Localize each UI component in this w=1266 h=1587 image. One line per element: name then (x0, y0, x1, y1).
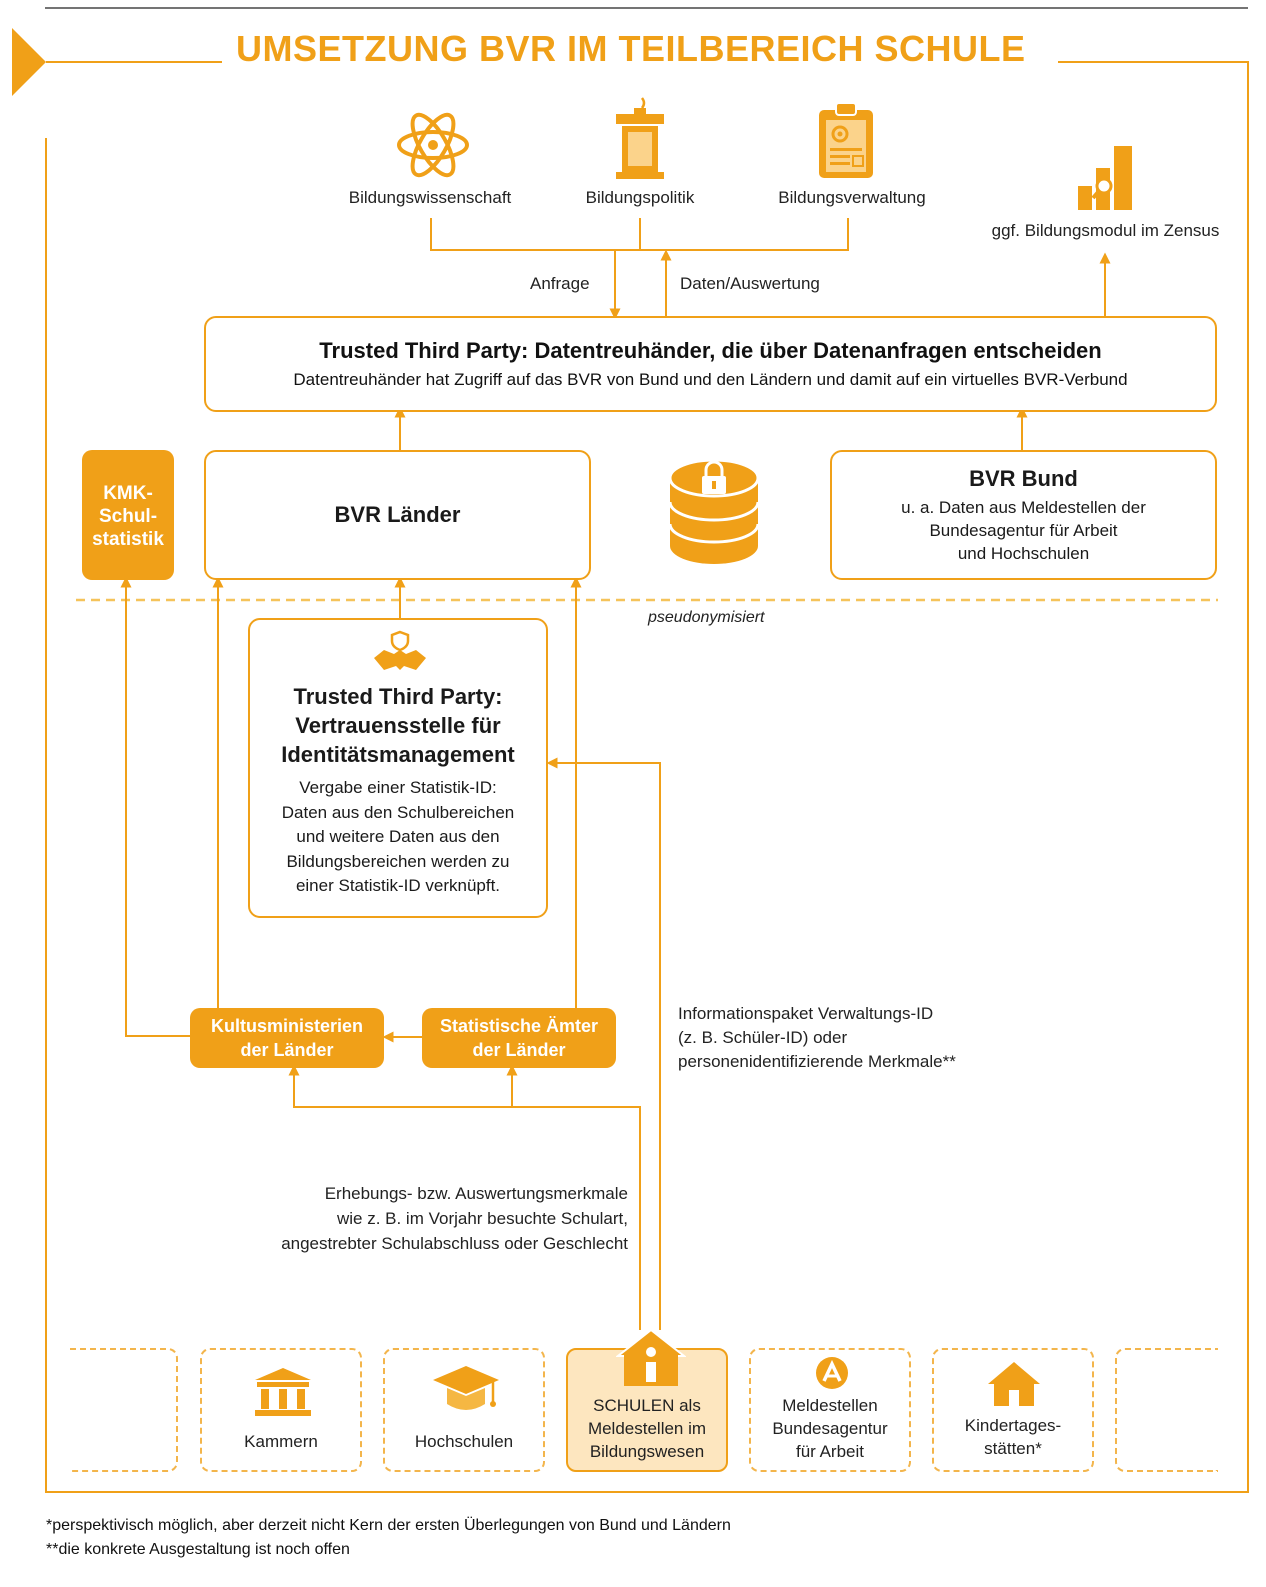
page-title: UMSETZUNG BVR IM TEILBEREICH SCHULE (236, 28, 1026, 69)
kmk-schulstatistik-box: KMK- Schul- statistik (82, 450, 174, 580)
ttp-identity-box: Trusted Third Party: Vertrauensstelle fü… (248, 618, 548, 918)
bvr-bund-description: u. a. Daten aus Meldestellen der Bundesa… (832, 496, 1215, 565)
institution-label-bundesagentur: Meldestellen Bundesagentur für Arbeit (751, 1394, 909, 1463)
institution-schulen-line-1: SCHULEN als (593, 1396, 701, 1415)
institution-bundesagentur: Meldestellen Bundesagentur für Arbeit (749, 1348, 911, 1472)
erhebung-text: Erhebungs- bzw. Auswertungsmerkmale wie … (228, 1181, 628, 1256)
school-house-icon (615, 1328, 687, 1393)
institution-schulen-line-3: Bildungswesen (589, 1442, 705, 1461)
pseudonymized-label: pseudonymisiert (648, 609, 765, 626)
ttp-identity-title: Trusted Third Party: Vertrauensstelle fü… (250, 682, 546, 769)
lower-connectors (120, 576, 661, 1330)
institution-label-kammern: Kammern (244, 1432, 318, 1451)
corner-triangle (12, 28, 46, 96)
house-icon (986, 1360, 1042, 1413)
erhebung-line-2: wie z. B. im Vorjahr besuchte Schulart, (336, 1209, 628, 1228)
bvr-laender-box: BVR Länder (204, 450, 591, 580)
bvr-bund-line-1: u. a. Daten aus Meldestellen der (901, 498, 1146, 517)
institution-bundesagentur-line-2: Bundesagentur (772, 1419, 888, 1438)
stakeholder-label-bildungspolitik: Bildungspolitik (585, 188, 695, 207)
ttp-data-trustee-subtitle: Datentreuhänder hat Zugriff auf das BVR … (293, 370, 1128, 389)
ttp-data-trustee-box: Trusted Third Party: Datentreuhänder, di… (204, 316, 1217, 412)
statistische-aemter-line-1: Statistische Ämter (439, 1016, 599, 1036)
erhebung-line-1: Erhebungs- bzw. Auswertungsmerkmale (324, 1184, 628, 1203)
kmk-line-3: statistik (92, 529, 164, 550)
bvr-bund-box: BVR Bund u. a. Daten aus Meldestellen de… (830, 450, 1217, 580)
ttp-identity-body-line-2: Daten aus den Schulbereichen (281, 802, 515, 822)
clipboard-gear-icon (816, 100, 876, 180)
info-package-line-2: (z. B. Schüler-ID) oder (678, 1028, 848, 1047)
footnote-2: **die konkrete Ausgestaltung ist noch of… (46, 1541, 350, 1558)
ttp-identity-body: Vergabe einer Statistik-ID: Daten aus de… (250, 776, 546, 899)
database-lock-icon (668, 452, 760, 568)
ttp-identity-title-line-2: Vertrauensstelle für (295, 713, 501, 738)
ttp-data-trustee-title: Trusted Third Party: Datentreuhänder, di… (319, 338, 1102, 363)
bvr-bund-line-2: Bundesagentur für Arbeit (929, 521, 1118, 540)
erhebung-line-3: angestrebter Schulabschluss oder Geschle… (281, 1234, 628, 1253)
info-package-line-3: personenidentifizierende Merkmale** (678, 1052, 956, 1071)
zensus-label: ggf. Bildungsmodul im Zensus (991, 221, 1220, 240)
stakeholder-label-bildungsverwaltung: Bildungsverwaltung (778, 188, 926, 207)
handshake-shield-icon (372, 630, 428, 674)
bvr-bund-title: BVR Bund (969, 466, 1078, 491)
institution-building-icon (253, 1366, 313, 1423)
bar-chart-icon (1076, 142, 1136, 212)
ttp-identity-title-line-3: Identitätsmanagement (281, 742, 515, 767)
ttp-identity-body-line-4: Bildungsbereichen werden zu (286, 851, 510, 871)
kmk-line-2: Schul- (98, 506, 158, 527)
kultusministerien-box: Kultusministerien der Länder (190, 1008, 384, 1068)
statistische-aemter-line-2: der Länder (472, 1040, 566, 1060)
institution-kita-line-1: Kindertages- (964, 1416, 1062, 1435)
institution-label-kindertagesstaetten: Kindertages- stätten* (934, 1414, 1092, 1460)
institution-bundesagentur-line-3: für Arbeit (795, 1442, 865, 1461)
institution-bundesagentur-line-1: Meldestellen (782, 1396, 878, 1415)
ttp-identity-body-line-3: und weitere Daten aus den (296, 827, 500, 846)
info-package-text: Informationspaket Verwaltungs-ID (z. B. … (678, 1002, 956, 1074)
stakeholder-label-bildungswissenschaft: Bildungswissenschaft (348, 188, 512, 207)
ttp-identity-body-line-1: Vergabe einer Statistik-ID: (299, 778, 497, 797)
statistische-aemter-box: Statistische Ämter der Länder (422, 1008, 616, 1068)
agency-logo-icon (815, 1356, 849, 1395)
institution-kindertagesstaetten: Kindertages- stätten* (932, 1348, 1094, 1472)
info-package-line-1: Informationspaket Verwaltungs-ID (678, 1004, 934, 1023)
institution-placeholder-right (1115, 1348, 1218, 1472)
kultusministerien-line-2: der Länder (240, 1040, 334, 1060)
ttp-identity-title-line-1: Trusted Third Party: (293, 684, 503, 709)
institution-kita-line-2: stätten* (984, 1439, 1042, 1458)
atom-icon (393, 110, 473, 180)
institution-placeholder-left (70, 1348, 178, 1472)
kultusministerien-line-1: Kultusministerien (210, 1016, 364, 1036)
stakeholder-bracket (394, 218, 1111, 450)
footnote-1: *perspektivisch möglich, aber derzeit ni… (46, 1517, 731, 1534)
kmk-line-1: KMK- (103, 483, 153, 504)
institution-kammern: Kammern (200, 1348, 362, 1472)
graduation-cap-icon (431, 1362, 501, 1425)
institution-schulen-line-2: Meldestellen im (587, 1419, 707, 1438)
institution-label-schulen: SCHULEN als Meldestellen im Bildungswese… (568, 1394, 726, 1463)
institution-hochschulen: Hochschulen (383, 1348, 545, 1472)
institution-label-hochschulen: Hochschulen (414, 1432, 514, 1451)
lectern-icon (612, 96, 668, 180)
bvr-bund-line-3: und Hochschulen (957, 544, 1090, 563)
response-label: Daten/Auswertung (680, 274, 820, 293)
outer-frame (45, 61, 1249, 1493)
ttp-identity-body-line-5: einer Statistik-ID verknüpft. (295, 876, 501, 895)
request-label: Anfrage (530, 274, 590, 293)
bvr-laender-title: BVR Länder (334, 502, 461, 527)
